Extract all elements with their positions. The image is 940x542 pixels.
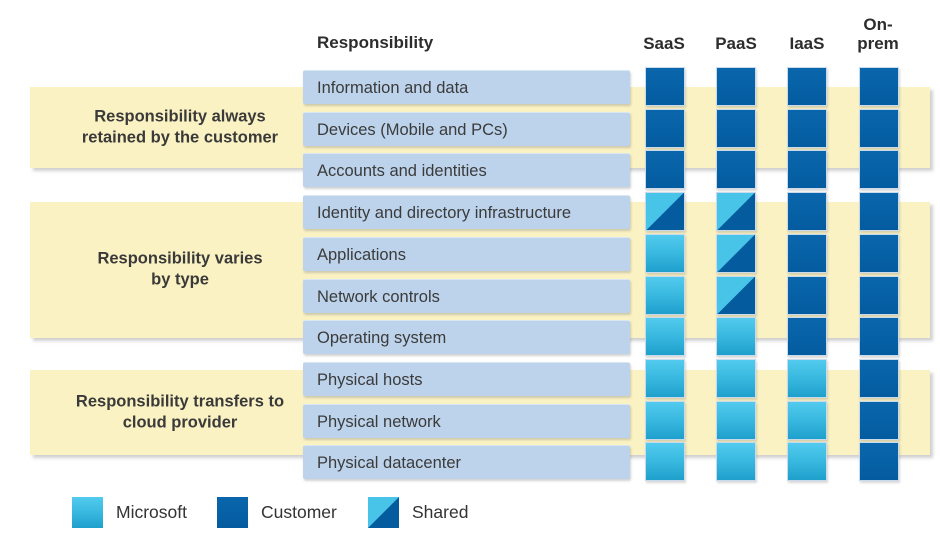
matrix-cell-microsoft <box>787 358 827 398</box>
matrix-cell-microsoft <box>787 442 827 482</box>
matrix-row: Physical datacenter <box>303 441 903 483</box>
matrix-cell-customer <box>859 442 899 482</box>
row-label-bar: Physical datacenter <box>303 445 630 480</box>
matrix-cell-customer <box>716 150 756 190</box>
shared-swatch-icon <box>368 497 399 528</box>
matrix-cell-customer <box>645 150 685 190</box>
matrix-cell-customer <box>645 67 685 106</box>
matrix-cell-shared <box>645 192 685 232</box>
matrix-cell-microsoft <box>645 358 685 398</box>
row-label-bar: Network controls <box>303 278 630 313</box>
matrix-row: Network controls <box>303 275 903 317</box>
matrix-cell-microsoft <box>716 358 756 398</box>
row-label-bar: Physical network <box>303 403 630 438</box>
matrix-cell-customer <box>859 67 899 106</box>
row-label-bar: Physical hosts <box>303 361 630 396</box>
group-label-transfers-to-provider: Responsibility transfers to cloud provid… <box>75 392 285 432</box>
microsoft-swatch-icon <box>72 497 103 528</box>
column-header-saas: SaaS <box>643 34 685 54</box>
matrix-cell-customer <box>859 150 899 190</box>
matrix-cell-customer <box>716 67 756 106</box>
matrix-cell-customer <box>859 192 899 232</box>
matrix-cell-customer <box>859 317 899 357</box>
matrix-cell-microsoft <box>645 275 685 315</box>
matrix-cell-shared <box>716 275 756 315</box>
legend: Microsoft Customer Shared <box>0 497 940 533</box>
matrix-cell-customer <box>859 233 899 273</box>
matrix-cell-shared <box>716 233 756 273</box>
matrix-cell-customer <box>716 108 756 148</box>
matrix-cell-customer <box>859 108 899 148</box>
matrix-row: Physical hosts <box>303 358 903 400</box>
matrix-cell-microsoft <box>645 442 685 482</box>
matrix-cell-shared <box>716 192 756 232</box>
matrix-cell-customer <box>645 108 685 148</box>
matrix-row: Identity and directory infrastructure <box>303 191 903 233</box>
legend-label: Shared <box>412 502 469 522</box>
matrix-cell-customer <box>859 400 899 440</box>
matrix-cell-customer <box>787 275 827 315</box>
group-label-varies-by-type: Responsibility varies by type <box>97 249 263 289</box>
matrix-cell-microsoft <box>787 400 827 440</box>
matrix-cell-microsoft <box>645 233 685 273</box>
legend-label: Customer <box>261 502 337 522</box>
matrix-cell-customer <box>787 67 827 106</box>
legend-item-shared: Shared <box>368 497 468 528</box>
matrix-cell-customer <box>787 108 827 148</box>
row-label-bar: Applications <box>303 236 630 271</box>
group-label-retained-by-customer: Responsibility always retained by the cu… <box>81 107 279 147</box>
responsibility-column-header: Responsibility <box>317 33 434 52</box>
column-header-paas: PaaS <box>715 34 757 54</box>
matrix-cell-customer <box>859 275 899 315</box>
matrix-row: Operating system <box>303 316 903 358</box>
legend-label: Microsoft <box>116 502 187 522</box>
matrix-cell-customer <box>787 150 827 190</box>
legend-item-customer: Customer <box>217 497 337 528</box>
row-label-bar: Operating system <box>303 320 630 355</box>
matrix-cell-microsoft <box>716 400 756 440</box>
matrix-cell-customer <box>787 317 827 357</box>
matrix-cell-customer <box>787 192 827 232</box>
column-header-onprem: On-prem <box>857 14 899 54</box>
legend-item-microsoft: Microsoft <box>72 497 187 528</box>
row-label-bar: Devices (Mobile and PCs) <box>303 111 630 146</box>
matrix-cell-microsoft <box>645 317 685 357</box>
customer-swatch-icon <box>217 497 248 528</box>
row-label-bar: Accounts and identities <box>303 153 630 188</box>
matrix-cell-customer <box>787 233 827 273</box>
matrix-cell-customer <box>859 358 899 398</box>
matrix-row: Information and data <box>303 66 903 108</box>
matrix-row: Accounts and identities <box>303 149 903 191</box>
column-header-iaas: IaaS <box>789 34 825 54</box>
matrix-cell-microsoft <box>716 317 756 357</box>
matrix-row: Applications <box>303 233 903 275</box>
matrix-cell-microsoft <box>716 442 756 482</box>
matrix-row: Devices (Mobile and PCs) <box>303 108 903 150</box>
row-label-bar: Identity and directory infrastructure <box>303 195 630 230</box>
matrix-cell-microsoft <box>645 400 685 440</box>
matrix-row: Physical network <box>303 400 903 442</box>
row-label-bar: Information and data <box>303 70 630 104</box>
